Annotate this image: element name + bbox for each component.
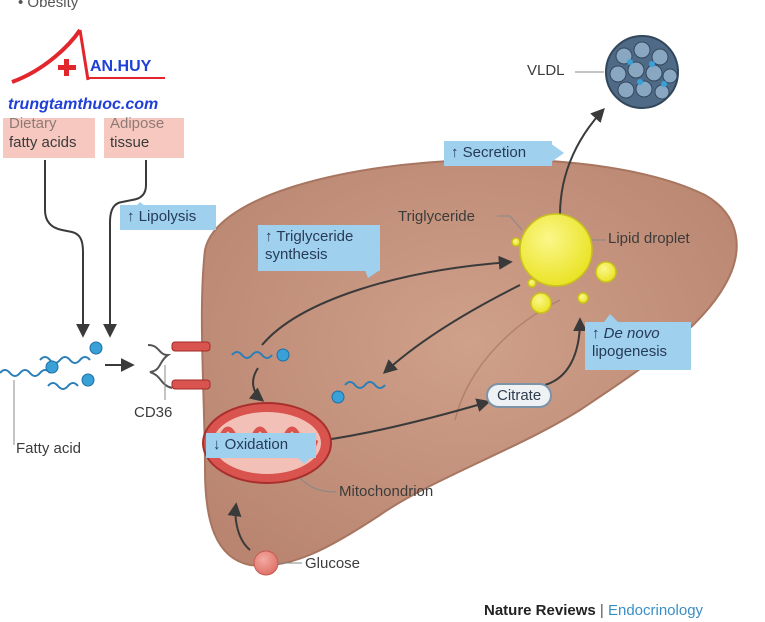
journal-separator: | <box>599 602 604 619</box>
fatty-acid-heads <box>45 341 103 387</box>
fatty-acid-inside-head <box>276 348 290 362</box>
logo-brand: AN.HUY <box>90 58 152 75</box>
adipose-line1: Adipose <box>110 115 165 132</box>
citrate-node: Citrate <box>486 383 553 408</box>
tg-synthesis-line1: Triglyceride <box>276 228 354 245</box>
cd36-transporter <box>147 341 211 400</box>
secretion-callout-tail <box>550 143 564 163</box>
oxidation-text: Oxidation <box>224 436 289 453</box>
glucose-molecule <box>253 550 279 576</box>
fatty-acid-inside <box>231 351 273 359</box>
up-arrow-icon <box>451 144 459 161</box>
vldl-label: VLDL <box>527 62 565 79</box>
logo-site: trungtamthuoc.com <box>8 96 159 113</box>
lipid-droplet-label: Lipid droplet <box>608 230 690 247</box>
obesity-partial-text: • Obesity <box>18 0 79 11</box>
journal-name: Nature Reviews <box>484 602 596 619</box>
journal-section: Endocrinology <box>607 602 704 619</box>
fatty-acid-exported <box>344 381 386 389</box>
fatty-acid-label: Fatty acid <box>16 440 82 457</box>
oxidation-callout-tail <box>296 456 312 464</box>
adipose-tissue-box: Adipose tissue <box>104 115 184 158</box>
up-arrow-icon <box>265 228 273 245</box>
triglyceride-label: Triglyceride <box>398 208 475 225</box>
dietary-arrow <box>44 160 90 338</box>
to-mito-arrow <box>248 367 265 402</box>
up-arrow-icon <box>127 208 135 225</box>
cd36-label: CD36 <box>134 404 173 421</box>
lipolysis-internal-arrow <box>382 284 521 374</box>
lipid-droplets <box>511 213 617 314</box>
down-arrow-icon <box>213 436 221 453</box>
glucose-arrow <box>227 502 251 551</box>
fatty-acids-outside <box>0 356 91 390</box>
dietary-line2: fatty acids <box>9 133 77 151</box>
journal-credit: Nature Reviews | Endocrinology <box>484 602 703 619</box>
dietary-fatty-acids-box: Dietary fatty acids <box>3 115 95 158</box>
tg-synthesis-callout: Triglyceride synthesis <box>258 225 380 271</box>
secretion-arrow <box>559 107 605 216</box>
secretion-callout: Secretion <box>444 141 552 166</box>
denovo-line2: lipogenesis <box>592 343 668 360</box>
oxidation-callout: Oxidation <box>206 433 316 458</box>
logo-mark <box>0 0 188 92</box>
denovo-arrow <box>544 317 587 386</box>
lipolysis-text: Lipolysis <box>138 208 197 225</box>
to-citrate-arrow <box>324 398 491 441</box>
secretion-text: Secretion <box>462 144 527 161</box>
tg-synthesis-arrow <box>261 255 513 346</box>
dietary-line1: Dietary <box>9 115 57 132</box>
up-arrow-icon <box>592 325 600 342</box>
lipolysis-callout: Lipolysis <box>120 205 216 230</box>
glucose-label: Glucose <box>305 555 361 572</box>
mitochondrion-label: Mitochondrion <box>339 483 434 500</box>
denovo-line1: De novo <box>603 325 660 342</box>
adipose-arrow <box>103 160 147 338</box>
adipose-line2: tissue <box>110 133 150 151</box>
tg-synthesis-line2: synthesis <box>265 246 328 263</box>
fatty-acid-exported-head <box>331 390 345 404</box>
denovo-callout-tail <box>604 314 618 322</box>
denovo-callout: De novo lipogenesis <box>585 322 691 370</box>
vldl-particle <box>605 35 679 109</box>
